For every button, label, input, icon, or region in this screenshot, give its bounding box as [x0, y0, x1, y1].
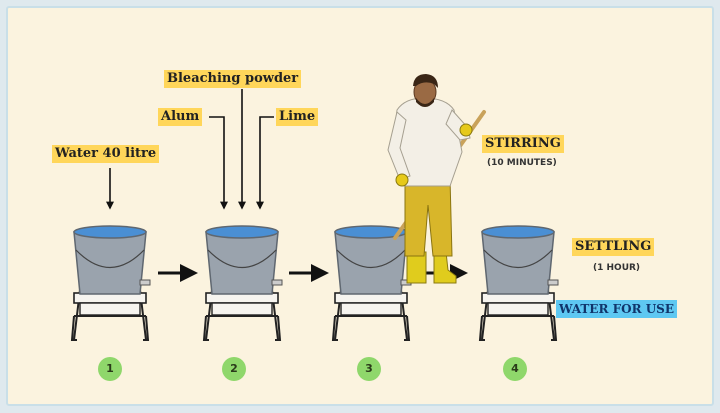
settling-label: SETTLING	[572, 238, 655, 256]
step-4-badge: 4	[503, 357, 527, 381]
alum-label: Alum	[158, 108, 203, 126]
step-2-badge: 2	[222, 357, 246, 381]
bucket-2	[202, 225, 283, 341]
bleaching-powder-label: Bleaching powder	[164, 70, 302, 88]
bucket-1	[70, 225, 151, 341]
bucket-4	[478, 225, 559, 341]
diagram-panel	[6, 6, 714, 406]
step-3-badge: 3	[357, 357, 381, 381]
water-for-use-label: WATER FOR USE	[556, 300, 677, 318]
input-arrows	[106, 89, 274, 210]
step-1-badge: 1	[98, 357, 122, 381]
water-volume-label: Water 40 litre	[52, 145, 160, 163]
bucket-3	[331, 225, 412, 341]
stirring-duration: (10 MINUTES)	[487, 158, 557, 168]
lime-label: Lime	[276, 108, 319, 126]
worker-illustration	[387, 74, 486, 284]
stirring-label: STIRRING	[482, 135, 564, 153]
settling-duration: (1 HOUR)	[593, 263, 641, 273]
